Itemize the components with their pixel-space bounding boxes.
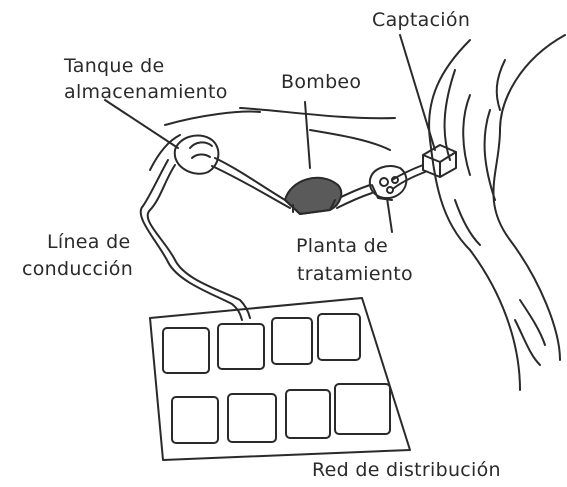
label-bombeo: Bombeo (281, 71, 362, 93)
storage-tank (173, 134, 220, 175)
label-planta-line1: Planta de (296, 235, 389, 257)
pump-building (284, 176, 343, 215)
label-red-distribucion: Red de distribución (312, 459, 501, 481)
label-captacion: Captación (372, 9, 471, 31)
intake-structure (422, 144, 457, 178)
label-linea-line1: Línea de (47, 231, 131, 253)
distribution-grid (149, 297, 411, 461)
label-linea-line2: conducción (22, 258, 134, 280)
label-planta-line2: tratamiento (297, 263, 413, 285)
label-tanque-line2: almacenamiento (64, 81, 228, 103)
treatment-plant (368, 165, 408, 201)
label-tanque-line1: Tanque de (64, 55, 165, 77)
river-illustration (428, 34, 566, 391)
